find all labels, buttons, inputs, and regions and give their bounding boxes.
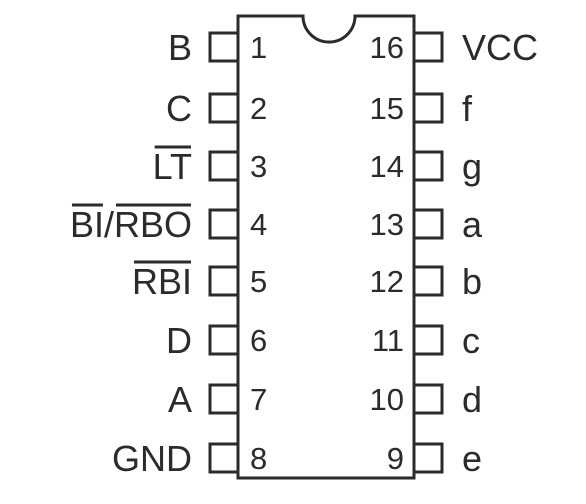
pin-label: c <box>462 320 480 361</box>
pin-label: f <box>462 88 473 129</box>
pin-3: LT 3 <box>153 145 267 187</box>
pin-11: 11 c <box>372 320 480 361</box>
pin-8: GND 8 <box>112 438 267 479</box>
pin-number: 16 <box>370 30 404 65</box>
pin-label: a <box>462 204 483 245</box>
pin-lead <box>208 31 238 63</box>
pin-lead <box>414 383 444 415</box>
pin-label: A <box>168 379 192 420</box>
pin-label: C <box>166 88 192 129</box>
pin-lead <box>208 383 238 415</box>
pin-label: LT <box>153 146 192 187</box>
pin-number: 12 <box>370 264 404 299</box>
pin-lead <box>414 208 444 240</box>
pin-12: 12 b <box>370 261 483 302</box>
pin-number: 9 <box>387 441 404 476</box>
pin-10: 10 d <box>370 379 483 420</box>
pin-label: D <box>166 320 192 361</box>
pin-14: 14 g <box>370 146 483 187</box>
pin-label: d <box>462 379 482 420</box>
pin-lead <box>208 265 238 297</box>
pin-label: VCC <box>462 27 538 68</box>
pin-number: 2 <box>250 91 267 126</box>
pin-lead <box>414 150 444 182</box>
pin-number: 1 <box>250 30 267 65</box>
chip-body-outline <box>236 14 416 480</box>
pin-number: 3 <box>250 149 267 184</box>
pin-lead <box>414 31 444 63</box>
pin-lead <box>208 324 238 356</box>
pin-5: RBI 5 <box>132 260 267 302</box>
pin-4: BI/RBO 4 <box>70 203 267 245</box>
pin-label: B <box>168 27 192 68</box>
pin-lead <box>414 265 444 297</box>
pin-number: 8 <box>250 441 267 476</box>
pin-lead <box>208 92 238 124</box>
pin-label: b <box>462 261 482 302</box>
pin-13: 13 a <box>370 204 483 245</box>
pin-label: g <box>462 146 482 187</box>
pin-number: 10 <box>370 382 404 417</box>
pin-lead <box>414 324 444 356</box>
pin-label: RBI <box>132 261 192 302</box>
pin-lead <box>414 442 444 474</box>
pin-lead <box>208 208 238 240</box>
pin-number: 6 <box>250 323 267 358</box>
pin-lead <box>414 92 444 124</box>
pin-number: 11 <box>372 323 404 358</box>
pin-number: 13 <box>370 207 404 242</box>
pin-number: 15 <box>370 91 404 126</box>
chip-body <box>236 14 416 480</box>
pin-16: 16 VCC <box>370 27 539 68</box>
pin-label: e <box>462 438 482 479</box>
pin-lead <box>208 442 238 474</box>
pin-lead <box>208 150 238 182</box>
pin-number: 4 <box>250 207 267 242</box>
pin-15: 15 f <box>370 88 473 129</box>
pin-number: 7 <box>250 382 267 417</box>
pin-label: GND <box>112 438 192 479</box>
pin-number: 14 <box>370 149 404 184</box>
pin-label: BI/RBO <box>70 204 192 245</box>
pin-number: 5 <box>250 264 267 299</box>
